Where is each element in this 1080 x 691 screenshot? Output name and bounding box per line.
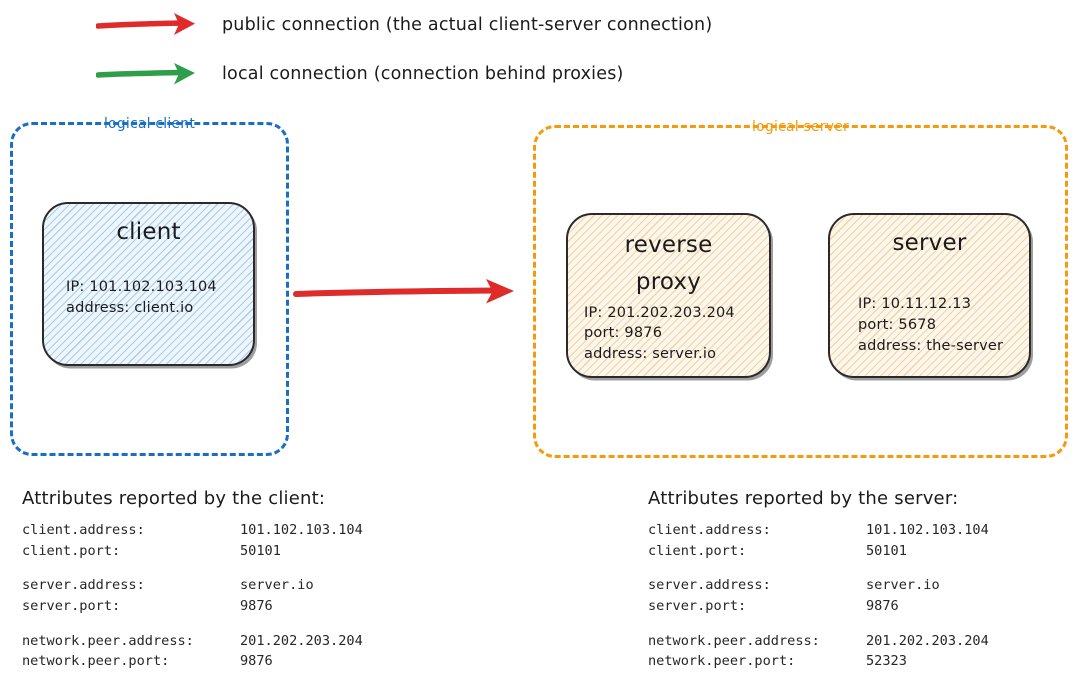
client-node-title: client	[116, 219, 181, 245]
table-group-spacer	[648, 561, 989, 575]
logical-server-title: logical server	[752, 119, 849, 135]
table-row: client.address: 101.102.103.104	[648, 520, 989, 541]
reverse-proxy-line-address: address: server.io	[584, 345, 717, 362]
attributes-reported-by-client: Attributes reported by the client: clien…	[22, 488, 363, 672]
red-right-arrow-icon	[95, 8, 200, 46]
attributes-server-header: Attributes reported by the server:	[648, 488, 959, 509]
attr-value: server.io	[240, 577, 314, 594]
attr-key: client.address:	[22, 522, 145, 538]
attr-key: network.peer.port:	[22, 653, 170, 670]
public-connection-arrow	[292, 270, 532, 322]
attr-value: 9876	[240, 653, 273, 670]
attributes-reported-by-server: Attributes reported by the server: clien…	[648, 488, 989, 672]
server-line-address: address: the-server	[858, 337, 1004, 354]
server-node: server IP: 10.11.12.13 port: 5678 addres…	[828, 213, 1031, 378]
green-right-arrow-icon	[95, 57, 200, 95]
attr-key: client.port:	[648, 542, 747, 559]
attr-key: server.port:	[648, 597, 747, 614]
reverse-proxy-line-port: port: 9876	[584, 325, 663, 342]
attr-value: 101.102.103.104	[240, 522, 363, 538]
table-group-spacer	[22, 561, 363, 575]
attr-key: server.port:	[22, 597, 121, 614]
table-row: server.port: 9876	[648, 596, 989, 617]
reverse-proxy-node-details: IP: 201.202.203.204 port: 9876 address: …	[582, 303, 755, 365]
attr-value: 50101	[866, 542, 907, 559]
table-row: network.peer.address: 201.202.203.204	[22, 631, 363, 652]
server-line-ip: IP: 10.11.12.13	[858, 296, 972, 313]
attributes-server-table: client.address: 101.102.103.104 client.p…	[648, 520, 989, 672]
attr-key: client.port:	[22, 542, 121, 559]
table-group-spacer	[22, 617, 363, 631]
attr-value: 50101	[240, 542, 281, 559]
attr-key: server.address:	[22, 577, 145, 594]
logical-client-title: logical client	[103, 116, 196, 132]
attributes-client-table: client.address: 101.102.103.104 client.p…	[22, 520, 363, 672]
table-row: network.peer.address: 201.202.203.204	[648, 631, 989, 652]
server-line-port: port: 5678	[858, 317, 937, 334]
client-node-line-ip: IP: 101.102.103.104	[66, 279, 217, 296]
server-node-title: server	[892, 230, 967, 256]
attr-value: 101.102.103.104	[866, 522, 989, 538]
reverse-proxy-line-ip: IP: 201.202.203.204	[584, 304, 735, 321]
table-row: server.port: 9876	[22, 596, 363, 617]
attr-value: 201.202.203.204	[240, 632, 363, 649]
attr-key: client.address:	[648, 522, 771, 538]
reverse-proxy-title-line-2: proxy	[635, 268, 702, 295]
table-row: client.port: 50101	[648, 541, 989, 562]
reverse-proxy-node: reverse proxy IP: 201.202.203.204 port: …	[566, 213, 771, 378]
attr-value: 52323	[866, 653, 907, 670]
reverse-proxy-node-title: reverse proxy	[582, 227, 755, 301]
attr-value: 9876	[240, 597, 273, 614]
attr-key: network.peer.address:	[22, 632, 194, 649]
table-row: network.peer.port: 9876	[22, 651, 363, 672]
legend-item-public-connection: public connection (the actual client-ser…	[0, 8, 1080, 42]
client-node-details: IP: 101.102.103.104 address: client.io	[58, 277, 239, 318]
table-group-spacer	[648, 617, 989, 631]
legend-label-public-connection: public connection (the actual client-ser…	[222, 15, 713, 35]
server-node-details: IP: 10.11.12.13 port: 5678 address: the-…	[844, 294, 1015, 356]
attr-key: network.peer.port:	[648, 653, 796, 670]
attributes-client-header: Attributes reported by the client:	[22, 488, 326, 509]
attr-value: 9876	[866, 597, 899, 614]
table-row: client.port: 50101	[22, 541, 363, 562]
legend: public connection (the actual client-ser…	[0, 0, 1080, 100]
attr-key: server.address:	[648, 577, 771, 594]
table-row: server.address: server.io	[22, 575, 363, 596]
table-row: network.peer.port: 52323	[648, 651, 989, 672]
reverse-proxy-title-line-1: reverse	[624, 232, 713, 258]
logical-server-container: logical server	[533, 119, 1068, 458]
client-node-line-address: address: client.io	[66, 300, 194, 317]
client-node: client IP: 101.102.103.104 address: clie…	[42, 202, 255, 366]
table-row: server.address: server.io	[648, 575, 989, 596]
logical-client-container: logical client	[10, 116, 289, 456]
legend-item-local-connection: local connection (connection behind prox…	[0, 57, 1080, 91]
attr-value: server.io	[866, 577, 940, 594]
legend-label-local-connection: local connection (connection behind prox…	[222, 64, 624, 84]
attr-value: 201.202.203.204	[866, 632, 989, 649]
attr-key: network.peer.address:	[648, 632, 820, 649]
table-row: client.address: 101.102.103.104	[22, 520, 363, 541]
